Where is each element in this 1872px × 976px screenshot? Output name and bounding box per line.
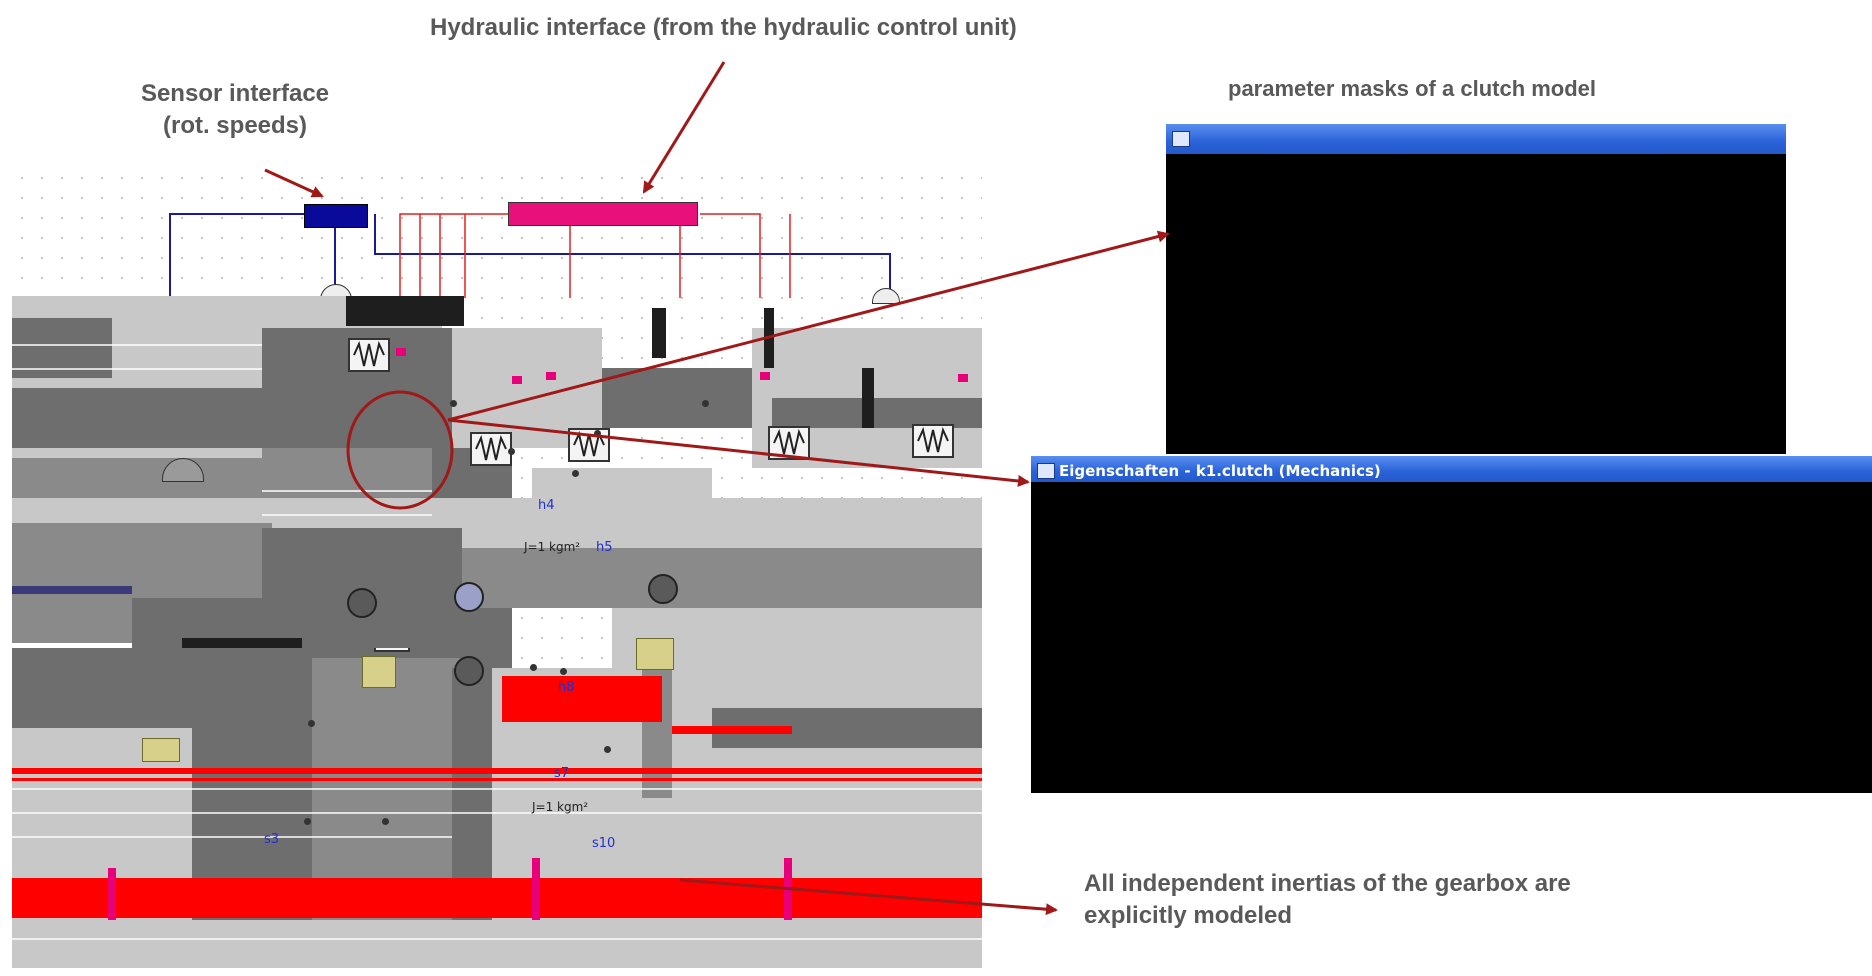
window-icon — [1172, 131, 1190, 147]
output-shaft — [12, 778, 982, 781]
inertia-label: J=1 kgm² — [524, 540, 580, 554]
clutch-component — [602, 368, 772, 428]
flange-node[interactable] — [530, 664, 537, 671]
clutch-actuator — [862, 368, 874, 428]
inertias-callout: All independent inertias of the gearbox … — [1084, 868, 1571, 933]
hydraulic-interface-callout: Hydraulic interface (from the hydraulic … — [430, 12, 1017, 44]
inertias-callout-line1: All independent inertias of the gearbox … — [1084, 868, 1571, 900]
output-shaft — [532, 858, 540, 928]
inertia-wheel-icon[interactable] — [648, 574, 678, 604]
output-shaft — [108, 868, 116, 928]
flange-node[interactable] — [604, 746, 611, 753]
connection-line — [12, 812, 982, 814]
output-shaft — [12, 878, 982, 918]
flange-node[interactable] — [594, 430, 601, 437]
inertia-wheel-icon[interactable] — [347, 588, 377, 618]
connection-line — [12, 788, 982, 790]
clutch-actuator — [764, 308, 774, 368]
shaft-component — [12, 388, 262, 448]
flange-node[interactable] — [308, 720, 315, 727]
output-shaft — [672, 726, 792, 734]
clutch-label-h8: h8 — [558, 680, 575, 695]
clutch-parameter-dialog-front[interactable]: Eigenschaften - k1.clutch (Mechanics) — [1031, 456, 1872, 793]
flange-node[interactable] — [702, 400, 709, 407]
shaft-component — [12, 458, 262, 498]
clutch-housing — [346, 296, 464, 326]
dialog-titlebar[interactable] — [1166, 124, 1786, 154]
flange-node[interactable] — [572, 470, 579, 477]
inertia-wheel-icon[interactable] — [454, 582, 484, 612]
sensor-interface-callout: Sensor interface (rot. speeds) — [110, 78, 360, 143]
inertias-callout-line2: explicitly modeled — [1084, 900, 1571, 932]
clutch-parameter-dialog-back[interactable] — [1166, 124, 1786, 454]
sensor-interface-block[interactable] — [304, 204, 368, 228]
brake-symbol[interactable] — [362, 656, 396, 688]
hydraulic-port — [512, 376, 522, 384]
clutch-spring-symbol[interactable] — [348, 338, 390, 372]
output-shaft — [502, 676, 662, 722]
connection-line — [12, 938, 982, 940]
output-shaft — [12, 920, 982, 968]
hydraulic-port — [958, 374, 968, 382]
parameter-masks-callout: parameter masks of a clutch model — [1228, 74, 1596, 104]
output-shaft — [784, 858, 792, 928]
clutch-spring-symbol[interactable] — [912, 424, 954, 458]
dialog-titlebar[interactable]: Eigenschaften - k1.clutch (Mechanics) — [1031, 456, 1872, 482]
connection-line — [262, 490, 432, 492]
gear-stage — [12, 586, 132, 594]
connection-line — [262, 514, 432, 516]
connection-line — [12, 836, 452, 838]
shaft-label-s7: s7 — [554, 766, 569, 781]
flange-node[interactable] — [382, 818, 389, 825]
flange-node[interactable] — [560, 668, 567, 675]
gear-stage — [532, 468, 712, 548]
clutch-spring-symbol[interactable] — [568, 428, 610, 462]
inertia-label: J=1 kgm² — [532, 800, 588, 814]
shaft-label-s10: s10 — [592, 836, 615, 851]
hydraulic-port — [760, 372, 770, 380]
window-icon — [1037, 463, 1055, 479]
hydraulic-interface-block[interactable] — [508, 202, 698, 226]
output-shaft — [12, 768, 982, 774]
clutch-spring-symbol[interactable] — [768, 426, 810, 460]
hydraulic-port — [396, 348, 406, 356]
clutch-spring-symbol[interactable] — [470, 432, 512, 466]
hydraulic-port — [546, 372, 556, 380]
clutch-label-h4: h4 — [538, 498, 555, 513]
dialog-title: Eigenschaften - k1.clutch (Mechanics) — [1059, 462, 1381, 480]
clutch-actuator — [652, 308, 666, 358]
clutch-label-h5: h5 — [596, 540, 613, 555]
connection-line — [12, 344, 262, 346]
inertia-wheel-icon[interactable] — [454, 656, 484, 686]
brake-symbol[interactable] — [142, 738, 180, 762]
gearbox-model-diagram: h4 h5 h8 s7 s3 s10 J=1 kgm² J=1 kgm² — [12, 168, 982, 976]
interface-wiring — [12, 168, 982, 308]
flange-node[interactable] — [508, 448, 515, 455]
sensor-callout-line1: Sensor interface — [110, 78, 360, 110]
gear-stage — [462, 548, 982, 608]
brake-symbol[interactable] — [636, 638, 674, 670]
shaft-label-s3: s3 — [264, 832, 279, 847]
sensor-callout-line2: (rot. speeds) — [110, 110, 360, 142]
flange-node[interactable] — [450, 400, 457, 407]
connection-line — [12, 368, 262, 370]
flange-node[interactable] — [304, 818, 311, 825]
